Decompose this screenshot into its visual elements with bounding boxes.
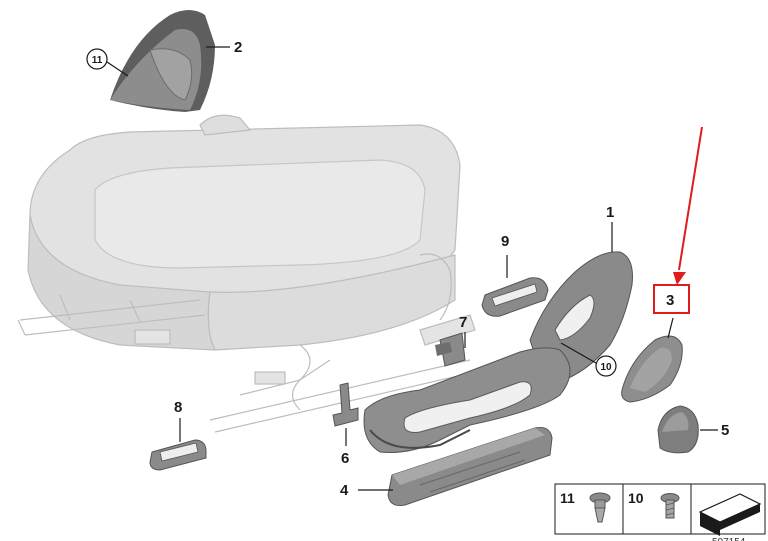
part-1-side-trim [363, 251, 633, 453]
callout-5: 5 [721, 422, 729, 439]
diagram-part-number: 507154 [712, 537, 746, 541]
highlight-box [653, 284, 690, 314]
part-4-rail-cover [387, 427, 553, 506]
svg-text:10: 10 [600, 362, 612, 373]
trim-material-icon [698, 493, 762, 536]
part-8-clip [149, 439, 207, 471]
seat-frame-ghost [17, 253, 476, 433]
part-3-cap [621, 335, 683, 403]
part-9-clip [481, 277, 549, 317]
callout-1: 1 [606, 204, 614, 221]
screw-icon [660, 493, 680, 519]
arrowhead-icon [673, 272, 686, 285]
callout-3: 3 [666, 292, 674, 309]
callout-2: 2 [234, 39, 242, 56]
part-5-small-cap [657, 405, 699, 454]
seat-cushion-ghost [27, 114, 461, 351]
leader-lines [106, 46, 718, 491]
svg-text:11: 11 [92, 55, 103, 66]
callout-11: 11 [86, 48, 108, 70]
callout-8: 8 [174, 399, 182, 416]
callout-10: 10 [595, 355, 617, 377]
part-2-cover [110, 10, 215, 112]
highlight-arrow [673, 126, 703, 285]
callout-6: 6 [341, 450, 349, 467]
push-clip-icon [589, 492, 611, 523]
legend-item-11-label: 11 [560, 490, 575, 506]
callout-4: 4 [340, 482, 349, 499]
part-6-bracket [332, 382, 359, 427]
part-7-bracket [435, 332, 466, 367]
legend-item-10-label: 10 [628, 490, 644, 506]
callout-7: 7 [459, 314, 467, 331]
callout-9: 9 [501, 233, 509, 250]
fastener-legend: 11 10 [554, 483, 766, 536]
